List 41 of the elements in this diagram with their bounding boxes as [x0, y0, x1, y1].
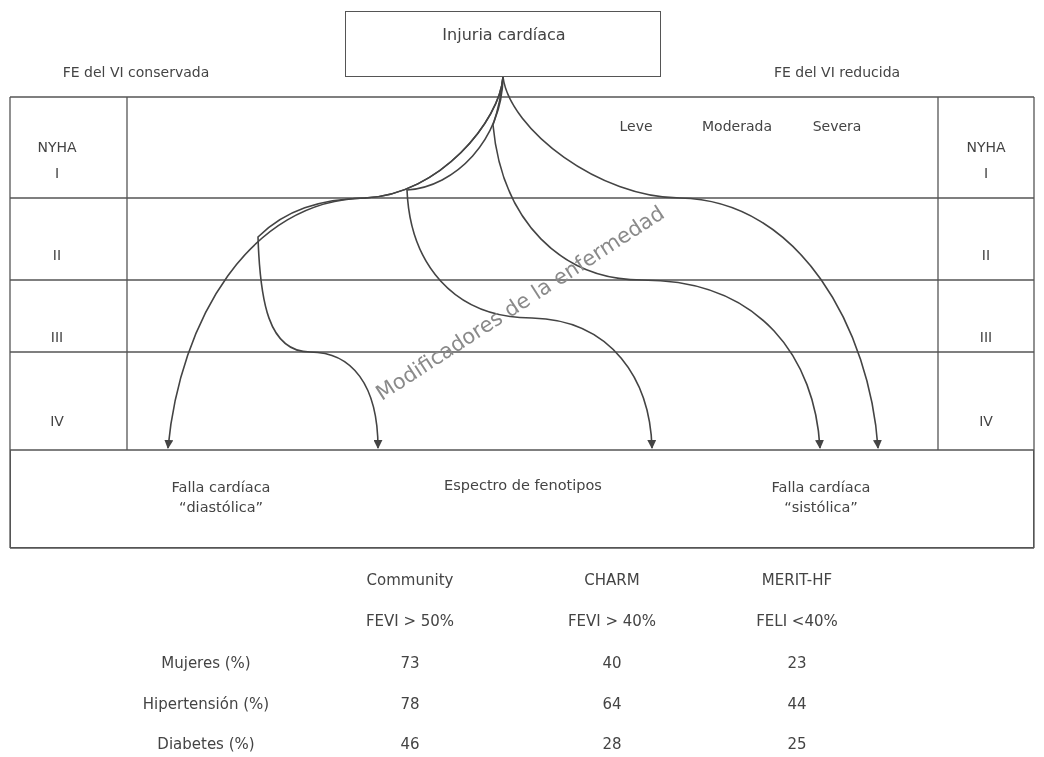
curved-arrow	[502, 76, 882, 449]
row-header: Mujeres (%)	[161, 654, 251, 672]
table-value: 78	[400, 695, 420, 713]
process-box	[345, 11, 661, 77]
severity-label: Moderada	[702, 118, 772, 134]
class-numeral: IV	[979, 413, 993, 429]
axis-heading: NYHA	[966, 139, 1006, 155]
class-numeral: II	[981, 247, 991, 263]
table-value: 23	[787, 654, 807, 672]
severity-label: Severa	[812, 118, 862, 134]
table-value: 64	[602, 695, 622, 713]
column-header: FELI <40%	[756, 612, 838, 630]
node-label: Injuria cardíaca	[442, 24, 566, 44]
row-header: Diabetes (%)	[157, 735, 255, 753]
section-heading: FE del VI reducida	[773, 64, 901, 80]
section-heading: FE del VI conservada	[62, 64, 210, 80]
table-value: 28	[602, 735, 622, 753]
column-header: FEVI > 40%	[567, 612, 657, 630]
class-numeral: I	[54, 165, 60, 181]
column-header: MERIT-HF	[761, 571, 833, 589]
column-header: FEVI > 50%	[365, 612, 455, 630]
table-value: 40	[602, 654, 622, 672]
table-value: 73	[400, 654, 420, 672]
axis-heading: NYHA	[37, 139, 77, 155]
table-value: 44	[787, 695, 807, 713]
column-header: Community	[366, 571, 454, 589]
class-numeral: IV	[50, 413, 64, 429]
phenotype-label: Falla cardíaca “sistólica”	[770, 478, 872, 517]
class-numeral: III	[979, 329, 993, 345]
severity-label: Leve	[619, 118, 653, 134]
phenotype-label: Falla cardíaca “diastólica”	[170, 478, 272, 517]
class-numeral: III	[50, 329, 64, 345]
row-header: Hipertensión (%)	[142, 695, 270, 713]
class-numeral: II	[52, 247, 62, 263]
column-header: CHARM	[584, 571, 640, 589]
class-numeral: I	[983, 165, 989, 181]
table-value: 25	[787, 735, 807, 753]
curved-arrow	[492, 76, 824, 449]
table-value: 46	[400, 735, 420, 753]
phenotype-label: Espectro de fenotipos	[444, 477, 602, 493]
outcome-band	[10, 450, 1034, 548]
